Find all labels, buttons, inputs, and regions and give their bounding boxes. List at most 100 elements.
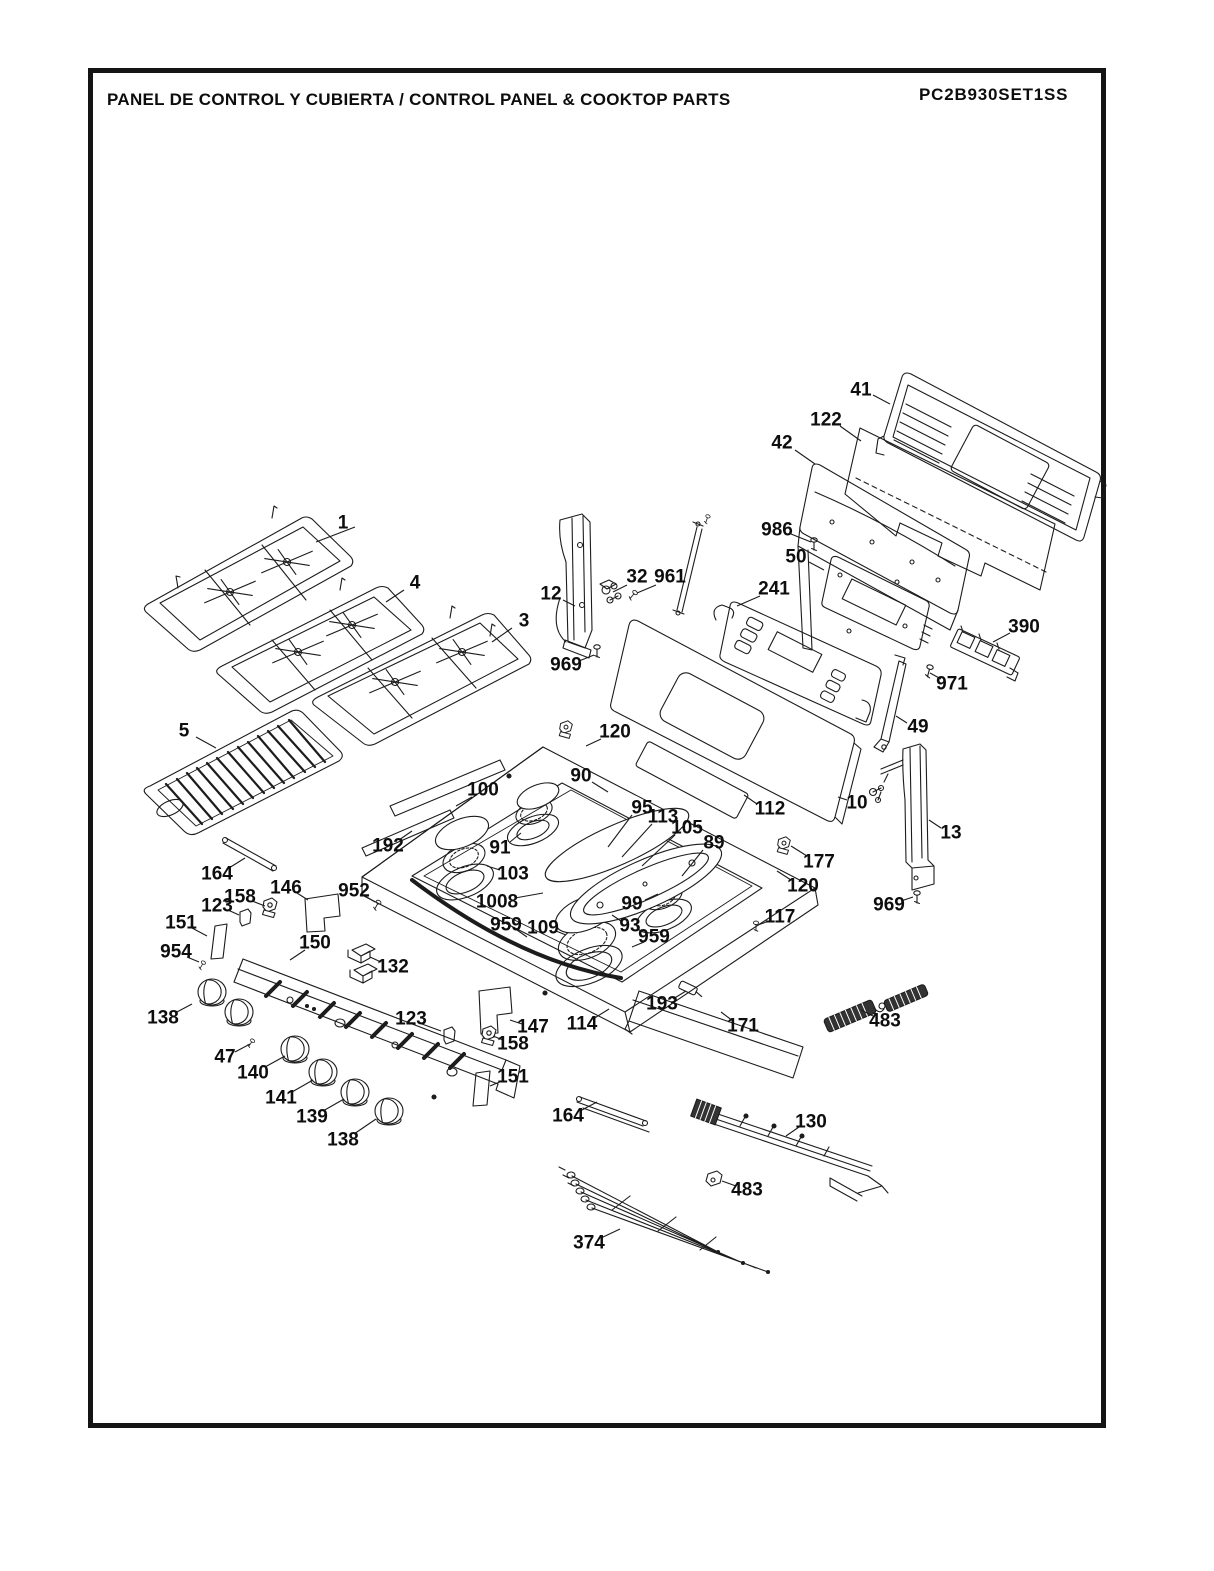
part-callout-483: 483 (869, 1011, 901, 1032)
part-callout-138: 138 (147, 1008, 179, 1029)
leader-line-95-22 (607, 814, 633, 848)
part-rear-vent-panel (875, 372, 1107, 542)
part-trim-strip-100 (389, 759, 506, 817)
part-clip-120-top (558, 720, 573, 739)
leader-line-158-41 (251, 900, 266, 907)
leader-line-114-59 (592, 1008, 610, 1020)
leader-line-139-53 (322, 1098, 345, 1112)
leader-line-32-5 (612, 584, 628, 593)
part-backguard-glass-panel (610, 619, 862, 825)
leader-line-50-9 (808, 561, 825, 571)
leader-line-969-7 (578, 654, 595, 662)
leader-line-192-31 (398, 830, 413, 841)
part-callout-171: 171 (727, 1016, 759, 1037)
part-manifold-panel (233, 958, 521, 1100)
part-callout-42: 42 (771, 433, 792, 454)
leader-line-390-14 (992, 632, 1011, 643)
leader-line-93-37 (611, 914, 622, 922)
part-callout-50: 50 (785, 547, 806, 568)
leader-line-959-35 (516, 929, 528, 938)
part-callout-139: 139 (296, 1107, 328, 1128)
leader-line-13-17 (928, 819, 942, 829)
part-switch-132 (347, 943, 378, 984)
part-callout-959: 959 (638, 927, 670, 948)
part-callout-3: 3 (519, 611, 530, 632)
leader-line-132-48 (369, 956, 382, 963)
leader-line-971-15 (929, 672, 942, 680)
part-callout-109: 109 (527, 918, 559, 939)
leader-line-151-58 (489, 1080, 503, 1087)
part-callout-10: 10 (846, 793, 867, 814)
leader-line-1008-34 (514, 892, 544, 899)
part-callout-47: 47 (214, 1047, 235, 1068)
part-callout-146: 146 (270, 878, 302, 899)
part-callout-13: 13 (940, 823, 961, 844)
leader-line-49-16 (895, 715, 908, 724)
part-shield-sheet-146 (304, 893, 341, 933)
part-callout-141: 141 (265, 1088, 297, 1109)
leader-line-171-61 (720, 1011, 734, 1022)
part-callout-150: 150 (299, 933, 331, 954)
leader-line-12-4 (562, 599, 576, 607)
part-bracket-158-left (261, 897, 278, 919)
leader-line-117-30 (757, 920, 770, 926)
leader-line-122-12 (839, 425, 862, 442)
part-callout-95: 95 (631, 798, 653, 819)
leader-line-130-64 (785, 1126, 800, 1137)
diagram-frame (88, 68, 1106, 1428)
part-callout-113: 113 (648, 807, 679, 828)
leader-line-100-21 (455, 796, 473, 807)
leader-line-120-29 (776, 870, 792, 881)
leader-line-952-44 (364, 895, 376, 903)
part-side-bracket-right (880, 743, 935, 891)
part-callout-89: 89 (703, 833, 724, 854)
leader-line-483-62 (860, 1009, 874, 1017)
part-callout-158: 158 (497, 1034, 529, 1055)
part-callout-32: 32 (626, 567, 647, 588)
leader-line-140-51 (264, 1055, 286, 1068)
part-burner-left-front (434, 815, 494, 901)
part-callout-151: 151 (165, 913, 197, 934)
part-griddle (143, 709, 343, 836)
part-callout-93: 93 (619, 916, 640, 937)
part-callout-1: 1 (338, 513, 349, 534)
part-callout-954: 954 (160, 942, 192, 963)
leader-line-241-10 (736, 595, 761, 607)
part-callout-123: 123 (395, 1009, 427, 1030)
part-label-151-left (210, 923, 228, 960)
part-callout-4: 4 (410, 573, 421, 594)
leader-line-177-28 (790, 845, 808, 857)
leader-line-123-55 (421, 1023, 442, 1032)
part-callout-41: 41 (850, 380, 872, 401)
part-callout-969: 969 (550, 655, 582, 676)
part-clip-193 (678, 980, 703, 998)
part-callout-5: 5 (179, 721, 190, 742)
part-callout-390: 390 (1008, 617, 1040, 638)
leader-line-112-25 (743, 794, 758, 805)
part-callout-91: 91 (489, 838, 511, 859)
leader-line-4-1 (385, 589, 405, 603)
part-spark-module (950, 625, 1020, 682)
part-callout-105: 105 (671, 818, 703, 839)
leader-line-89-27 (681, 849, 704, 877)
part-harness-483-top (823, 984, 929, 1033)
leader-line-47-50 (234, 1043, 251, 1053)
leader-line-10-26 (837, 796, 848, 801)
part-trim-strip-192 (361, 809, 455, 857)
leader-line-42-13 (794, 449, 816, 465)
leader-line-151-45 (191, 927, 208, 937)
part-callout-164: 164 (201, 864, 233, 885)
part-label-151-right (472, 1070, 491, 1107)
leader-line-193-60 (672, 990, 687, 1000)
leader-line-146-42 (296, 892, 309, 901)
part-clip-123-right (443, 1026, 456, 1045)
part-callout-952: 952 (338, 881, 370, 902)
part-callout-99: 99 (621, 894, 642, 915)
leader-line-954-46 (186, 956, 200, 963)
part-callout-103: 103 (497, 864, 529, 885)
leader-line-99-38 (644, 893, 659, 901)
part-callout-193: 193 (646, 994, 678, 1015)
